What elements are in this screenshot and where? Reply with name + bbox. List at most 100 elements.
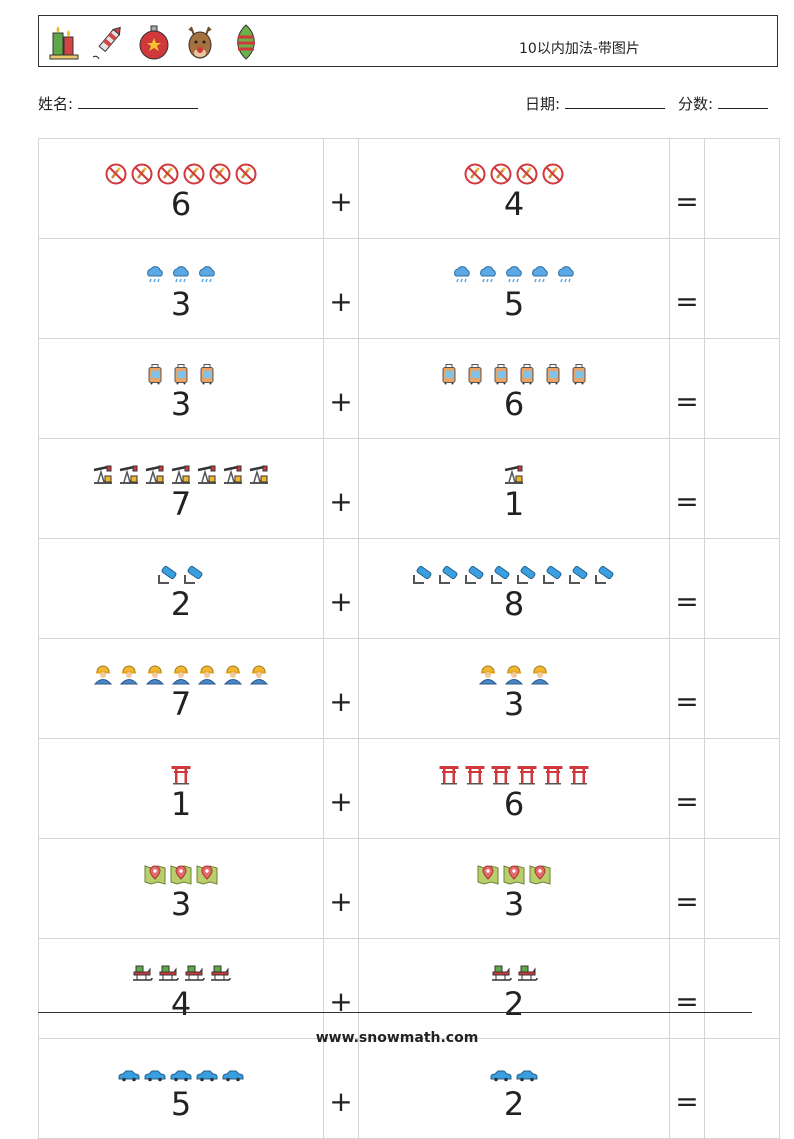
worker-icon [196, 663, 218, 685]
suitcase-icon [170, 363, 192, 385]
candles-icon [49, 26, 79, 60]
name-blank[interactable] [77, 94, 198, 109]
equals-sign: = [669, 438, 705, 539]
oil-pump-icon [222, 463, 244, 485]
operand-b-cell: 2 [358, 938, 670, 1039]
problem-row: 3+5= [38, 238, 780, 339]
answer-cell[interactable] [704, 438, 780, 539]
plus-sign: + [323, 938, 359, 1039]
spray-paint-icon [568, 563, 590, 585]
plus-sign: + [323, 138, 359, 239]
oil-pump-icon [196, 463, 218, 485]
score-label: 分数: [678, 95, 714, 113]
oil-pump-icon [248, 463, 270, 485]
answer-cell[interactable] [704, 938, 780, 1039]
oil-pump-icon [170, 463, 192, 485]
torii-gate-icon [490, 763, 512, 785]
problem-row: 5 +2 = [38, 1038, 780, 1139]
name-label: 姓名: [38, 95, 74, 113]
operand-b-cell: 6 [358, 338, 670, 439]
footer-url[interactable]: www.snowmath.com [315, 1030, 479, 1046]
answer-cell[interactable] [704, 838, 780, 939]
operand-a-icons [39, 863, 323, 893]
operand-a-icons [39, 563, 323, 593]
worksheet-header: 10以内加法-带图片 [38, 15, 778, 67]
operand-b-icons [359, 763, 669, 793]
map-pin-icon [196, 863, 218, 885]
plus-sign: + [323, 538, 359, 639]
answer-cell[interactable] [704, 1038, 780, 1139]
operand-a-icons [39, 663, 323, 693]
plus-sign: + [323, 438, 359, 539]
rain-cloud-icon [529, 263, 551, 285]
operand-b-number: 3 [503, 885, 525, 923]
answer-cell[interactable] [704, 238, 780, 339]
no-fireworks-icon [235, 163, 257, 185]
operand-a-cell: 6 [38, 138, 324, 239]
no-fireworks-icon [490, 163, 512, 185]
torii-gate-icon [464, 763, 486, 785]
operand-a-cell: 3 [38, 838, 324, 939]
score-field[interactable]: 分数: [678, 93, 768, 114]
problem-row: 7+3= [38, 638, 780, 739]
operand-b-cell: 3 [358, 638, 670, 739]
date-label: 日期: [525, 95, 561, 113]
plus-sign: + [323, 1038, 359, 1139]
worker-icon [222, 663, 244, 685]
operand-b-number: 1 [503, 485, 525, 523]
operand-a-icons [39, 463, 323, 493]
operand-a-icons [39, 263, 323, 293]
operand-a-number: 3 [170, 285, 192, 323]
operand-b-icons [359, 363, 669, 393]
map-pin-icon [144, 863, 166, 885]
no-fireworks-icon [131, 163, 153, 185]
worker-icon [503, 663, 525, 685]
date-blank[interactable] [564, 94, 665, 109]
spray-paint-icon [464, 563, 486, 585]
no-fireworks-icon [157, 163, 179, 185]
map-pin-icon [170, 863, 192, 885]
plus-sign: + [323, 238, 359, 339]
operand-a-number: 3 [170, 385, 192, 423]
answer-cell[interactable] [704, 738, 780, 839]
operand-b-cell: 3 [358, 838, 670, 939]
map-pin-icon [503, 863, 525, 885]
answer-cell[interactable] [704, 338, 780, 439]
car-icon [144, 1063, 166, 1085]
problems-table: 6+4=3+5=3+6=7+1=2+8=7+3=1+6=3+3=4+2=5+2= [38, 138, 780, 1139]
car-icon [516, 1063, 538, 1085]
operand-b-cell: 1 [358, 438, 670, 539]
equals-sign: = [669, 1038, 705, 1139]
answer-cell[interactable] [704, 638, 780, 739]
no-fireworks-icon [516, 163, 538, 185]
operand-a-number: 7 [170, 485, 192, 523]
answer-cell[interactable] [704, 538, 780, 639]
no-fireworks-icon [105, 163, 127, 185]
operand-b-number: 2 [503, 1085, 525, 1123]
operand-b-icons [359, 863, 669, 893]
spray-paint-icon [490, 563, 512, 585]
name-field[interactable]: 姓名: [38, 93, 198, 114]
operand-a-cell: 2 [38, 538, 324, 639]
operand-b-number: 8 [503, 585, 525, 623]
spray-paint-icon [438, 563, 460, 585]
equals-sign: = [669, 338, 705, 439]
operand-a-number: 5 [170, 1085, 192, 1123]
suitcase-icon [516, 363, 538, 385]
answer-cell[interactable] [704, 138, 780, 239]
date-field[interactable]: 日期: [525, 93, 665, 114]
worker-icon [170, 663, 192, 685]
worker-icon [144, 663, 166, 685]
torii-gate-icon [170, 763, 192, 785]
operand-a-number: 4 [170, 985, 192, 1023]
operand-a-cell: 7 [38, 638, 324, 739]
sleigh-icon [209, 963, 231, 985]
score-blank[interactable] [717, 94, 768, 109]
operand-b-number: 3 [503, 685, 525, 723]
suitcase-icon [568, 363, 590, 385]
car-icon [170, 1063, 192, 1085]
torii-gate-icon [568, 763, 590, 785]
operand-b-number: 5 [503, 285, 525, 323]
no-fireworks-icon [183, 163, 205, 185]
operand-a-icons [39, 763, 323, 793]
